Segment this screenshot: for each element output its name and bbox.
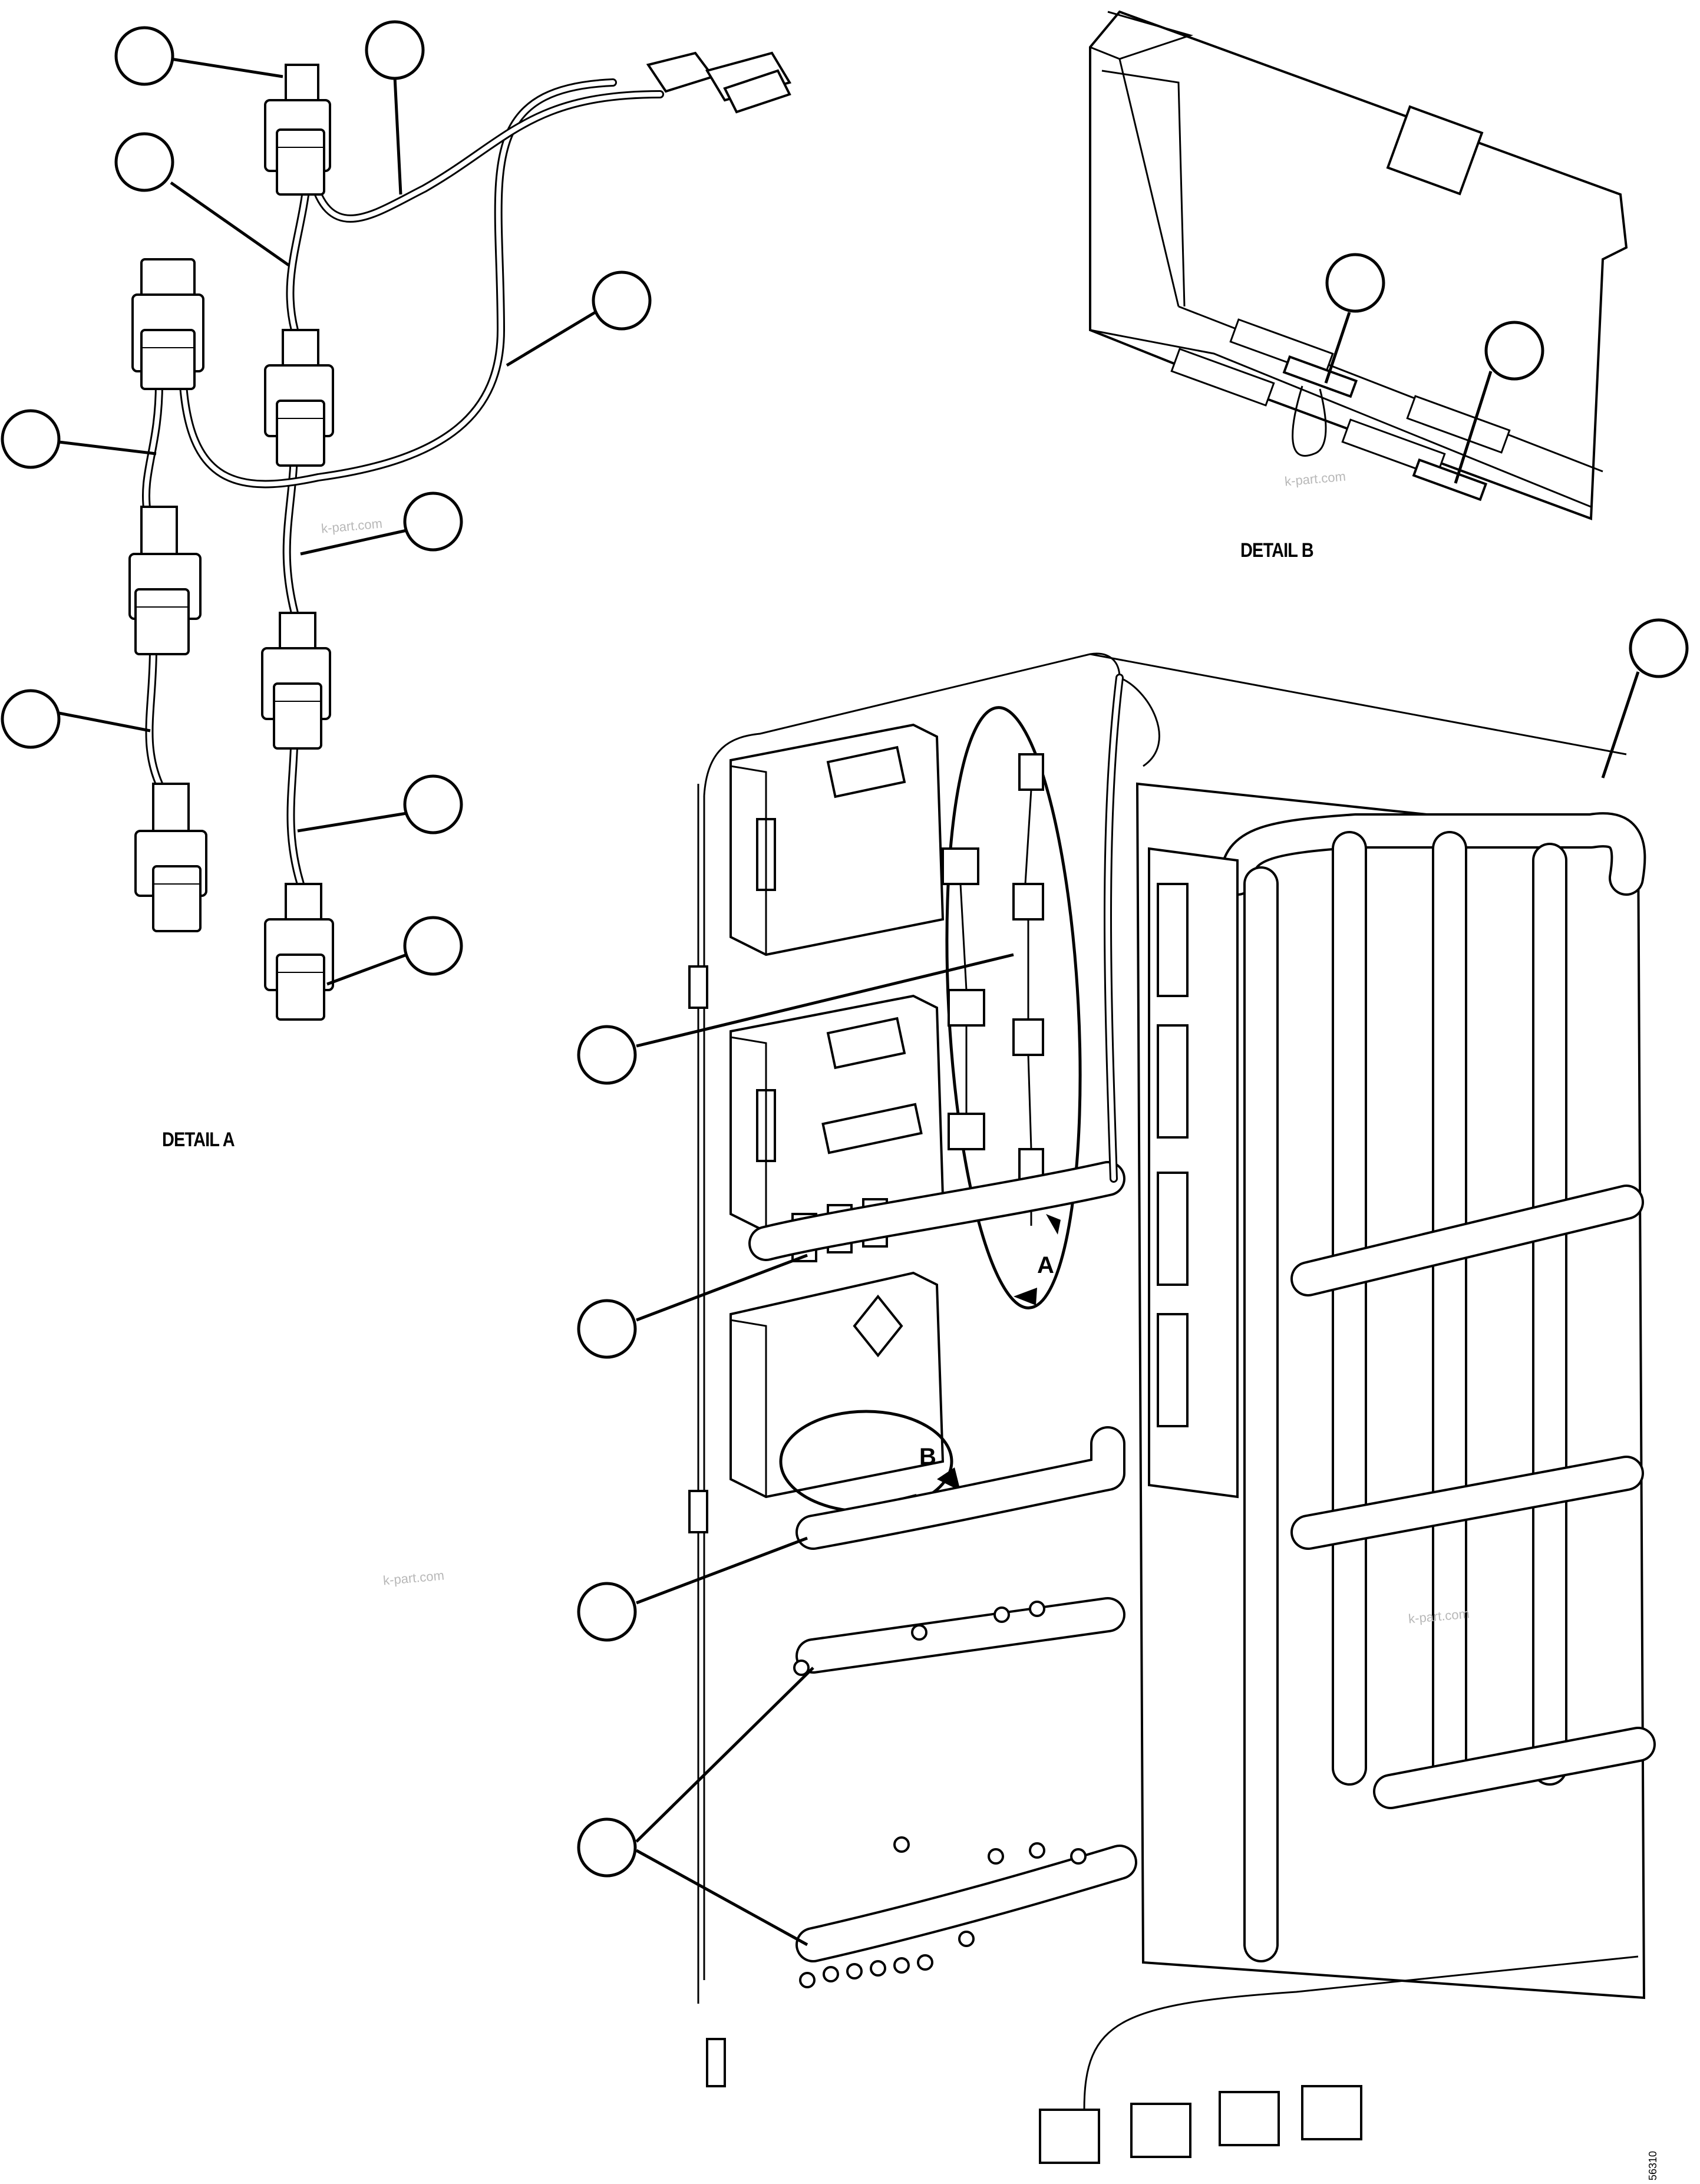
connector-icon	[134, 783, 207, 932]
connector-icon	[1039, 2085, 1362, 2164]
connector-icon	[264, 883, 334, 1021]
callout-bubble-icon	[577, 618, 1689, 1947]
ring-terminal-icon	[793, 1601, 1087, 1988]
connector-icon	[264, 329, 334, 467]
view-b-letter: B	[919, 1444, 936, 1470]
detail-a-label: DETAIL A	[162, 1129, 235, 1151]
callout-bubble-icon	[1324, 253, 1544, 484]
main-panel-assembly	[577, 618, 1689, 2164]
connector-icon	[264, 64, 331, 196]
figure-number: 56310	[1647, 2150, 1659, 2180]
control-module-upper	[729, 723, 945, 956]
connector-icon	[131, 258, 204, 390]
view-a-letter: A	[1037, 1252, 1054, 1278]
callout-bubble-icon	[1, 20, 652, 986]
connector-icon	[261, 612, 331, 750]
control-module-lower	[729, 1271, 945, 1499]
connector-icon	[128, 506, 202, 655]
terminal-strip	[1157, 883, 1189, 1427]
diamond-label-icon	[853, 1294, 903, 1358]
detail-b-module	[1089, 10, 1628, 520]
detail-a-harness	[1, 20, 792, 1021]
detail-b-label: DETAIL B	[1240, 539, 1314, 562]
connector-icon	[646, 51, 792, 114]
